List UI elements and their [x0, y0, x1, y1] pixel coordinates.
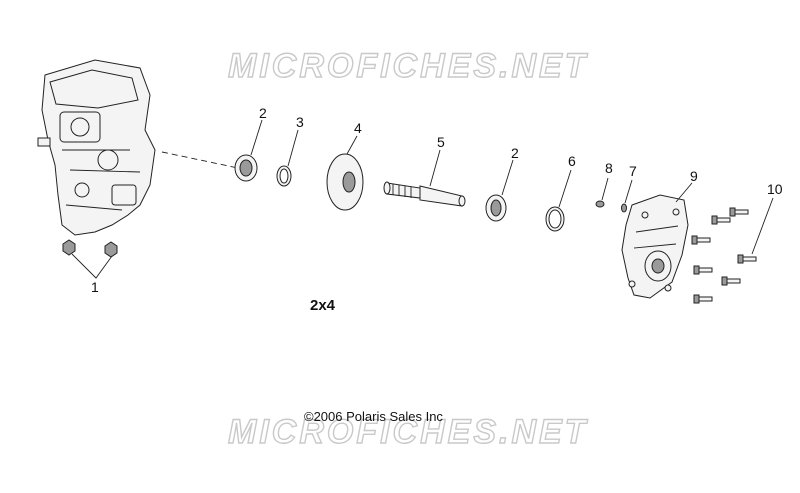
o-ring: [545, 206, 565, 232]
callout-4: 4: [354, 120, 362, 136]
callout-9: 9: [690, 168, 698, 184]
gear-disc: [326, 153, 364, 211]
callout-10: 10: [767, 181, 783, 197]
callout-3: 3: [296, 114, 304, 130]
callout-8: 8: [605, 160, 613, 176]
bearing-left: [234, 154, 258, 182]
output-shaft: [383, 181, 466, 207]
callout-6: 6: [568, 153, 576, 169]
transmission-housing: [37, 59, 156, 236]
callout-2-right: 2: [511, 145, 519, 161]
copyright-text: ©2006 Polaris Sales Inc: [304, 409, 443, 424]
watermark-top: MICROFICHES.NET: [228, 47, 589, 85]
small-screw: [595, 200, 605, 208]
callout-5: 5: [437, 134, 445, 150]
dowel-pin: [621, 203, 627, 213]
cover-bolts: [691, 207, 757, 304]
callout-7: 7: [629, 163, 637, 179]
callout-2-left: 2: [259, 105, 267, 121]
variant-label: 2x4: [310, 297, 336, 314]
watermark-bottom: MICROFICHES.NET: [228, 413, 589, 451]
bearing-right: [485, 194, 507, 222]
seal-ring: [276, 165, 292, 187]
cover-plate: [621, 194, 689, 299]
nut-parts: [62, 239, 118, 258]
callout-1: 1: [91, 279, 99, 295]
